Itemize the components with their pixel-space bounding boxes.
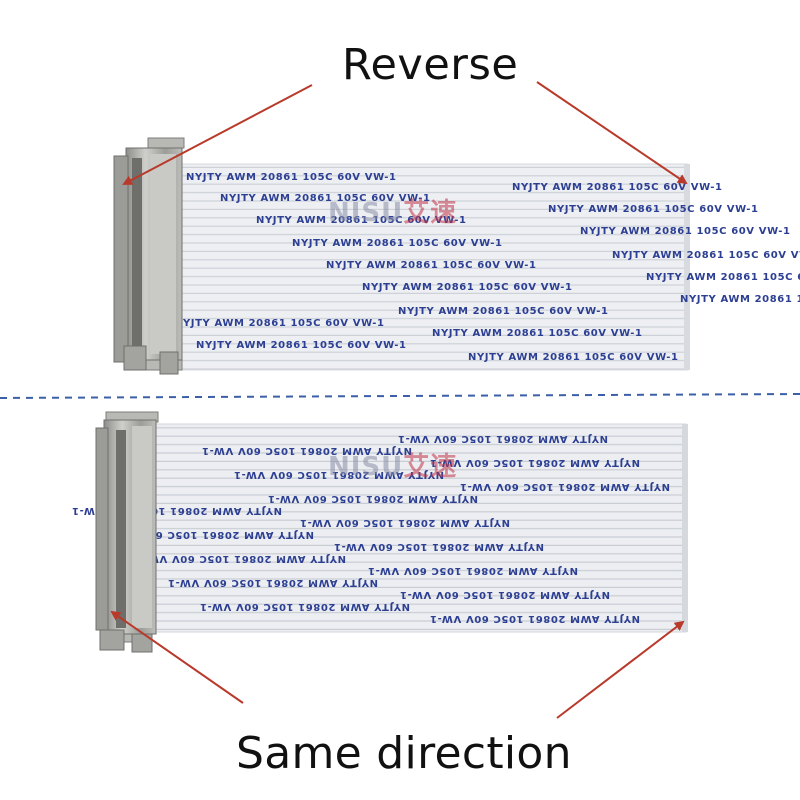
- watermark-bottom: NISU艾速: [328, 452, 458, 482]
- svg-text:NYJTY AWM 20861 105C 60V VW-1: NYJTY AWM 20861 105C 60V VW-1: [71, 505, 282, 516]
- svg-text:NYJTY AWM 20861 105C 60V VW-1: NYJTY AWM 20861 105C 60V VW-1: [186, 172, 397, 183]
- bottom-ffc-cable: [149, 423, 687, 633]
- arrow-same-right: [556, 620, 685, 719]
- svg-text:NYJTY AWM 20861 105C 60V VW-1: NYJTY AWM 20861 105C 60V VW-1: [201, 445, 412, 456]
- caption-same-direction: Same direction: [236, 728, 572, 779]
- arrow-reverse-right: [536, 81, 688, 185]
- svg-text:NYJTY AWM 20861 105C 60V VW-1: NYJTY AWM 20861 105C 60V VW-1: [367, 565, 578, 576]
- caption-reverse: Reverse: [342, 40, 519, 90]
- top-cable-contacts: [684, 164, 690, 370]
- svg-text:NYJTY AWM 20861 105C 60V VW-1: NYJTY AWM 20861 105C 60V VW-1: [333, 541, 544, 552]
- svg-text:NYJTY AWM 20861 105C 60V VW-1: NYJTY AWM 20861 105C 60V VW-1: [459, 481, 670, 492]
- svg-text:NYJTY AWM 20861 105C 60V VW-1: NYJTY AWM 20861 105C 60V VW-1: [256, 215, 467, 226]
- svg-text:NYJTY AWM 20861 105C 60V VW-1: NYJTY AWM 20861 105C 60V VW-1: [103, 529, 314, 540]
- divider-dashed-line: [0, 393, 800, 399]
- svg-text:NYJTY AWM 20861 105C 60V VW-1: NYJTY AWM 20861 105C 60V VW-1: [167, 577, 378, 588]
- svg-text:NYJTY AWM 20861 105C 60V VW-1: NYJTY AWM 20861 105C 60V VW-1: [292, 238, 503, 249]
- top-cable-print: NYJTY AWM 20861 105C 60V VW-1 NYJTY AWM …: [174, 172, 800, 363]
- svg-text:NYJTY AWM 20861 105C 60V VW-1: NYJTY AWM 20861 105C 60V VW-1: [612, 250, 800, 261]
- svg-text:NYJTY AWM 20861 105C 60V VW-1: NYJTY AWM 20861 105C 60V VW-1: [233, 469, 444, 480]
- svg-text:NYJTY AWM 20861 105C 60V VW-1: NYJTY AWM 20861 105C 60V VW-1: [135, 553, 346, 564]
- svg-text:NYJTY AWM 20861 105C 60V VW-1: NYJTY AWM 20861 105C 60V VW-1: [646, 272, 800, 283]
- svg-text:NYJTY AWM 20861 105C 60V VW-1: NYJTY AWM 20861 105C 60V VW-1: [299, 517, 510, 528]
- svg-text:NYJTY AWM 20861 105C 60V VW-1: NYJTY AWM 20861 105C 60V VW-1: [220, 193, 431, 204]
- svg-text:NYJTY AWM 20861 105C 60V VW-1: NYJTY AWM 20861 105C 60V VW-1: [267, 493, 478, 504]
- arrow-reverse-left: [122, 84, 313, 185]
- svg-text:NYJTY AWM 20861 105C 60V VW-1: NYJTY AWM 20861 105C 60V VW-1: [399, 589, 610, 600]
- svg-text:NYJTY AWM 20861 105C 60V VW-1: NYJTY AWM 20861 105C 60V VW-1: [580, 226, 791, 237]
- top-ffc-cable: [175, 163, 689, 371]
- arrow-same-left: [110, 610, 244, 704]
- svg-text:NYJTY AWM 20861 105C 60V VW-1: NYJTY AWM 20861 105C 60V VW-1: [432, 328, 643, 339]
- svg-text:NYJTY AWM 20861 105C 60V VW-1: NYJTY AWM 20861 105C 60V VW-1: [512, 182, 723, 193]
- svg-text:NYJTY AWM 20861 105C 60V VW-1: NYJTY AWM 20861 105C 60V VW-1: [196, 340, 407, 351]
- top-cable-assembly: NYJTY AWM 20861 105C 60V VW-1 NYJTY AWM …: [113, 137, 800, 375]
- watermark-top: NISU艾速: [328, 198, 458, 228]
- svg-text:NYJTY AWM 20861 105C 60V VW-1: NYJTY AWM 20861 105C 60V VW-1: [199, 601, 410, 612]
- bottom-cable-print: NYJTY AWM 20861 105C 60V VW-1 NYJTY AWM …: [71, 433, 670, 624]
- top-connector: [113, 137, 185, 375]
- bottom-connector: [95, 411, 159, 653]
- svg-text:NYJTY AWM 20861 105C 60V VW-1: NYJTY AWM 20861 105C 60V VW-1: [398, 306, 609, 317]
- svg-text:NYJTY AWM 20861 105C 60V VW-1: NYJTY AWM 20861 105C 60V VW-1: [397, 433, 608, 444]
- svg-text:NYJTY AWM 20861 105C 60V VW-1: NYJTY AWM 20861 105C 60V VW-1: [548, 204, 759, 215]
- svg-text:NYJTY AWM 20861 105C 60V VW-1: NYJTY AWM 20861 105C 60V VW-1: [429, 613, 640, 624]
- svg-text:NYJTY AWM 20861 105C 60V VW-1: NYJTY AWM 20861 105C 60V VW-1: [468, 352, 679, 363]
- bottom-cable-assembly: NYJTY AWM 20861 105C 60V VW-1 NYJTY AWM …: [71, 411, 688, 653]
- svg-text:NYJTY AWM 20861 105C 60V VW-1: NYJTY AWM 20861 105C 60V VW-1: [326, 260, 537, 271]
- svg-text:NYJTY AWM 20861 105C 60V VW-1: NYJTY AWM 20861 105C 60V VW-1: [680, 294, 800, 305]
- bottom-cable-contacts: [682, 424, 688, 632]
- svg-text:NYJTY AWM 20861 105C 60V VW-1: NYJTY AWM 20861 105C 60V VW-1: [429, 457, 640, 468]
- svg-text:NYJTY AWM 20861 105C 60V VW-1: NYJTY AWM 20861 105C 60V VW-1: [362, 282, 573, 293]
- svg-text:NYJTY AWM 20861 105C 60V VW-1: NYJTY AWM 20861 105C 60V VW-1: [174, 318, 385, 329]
